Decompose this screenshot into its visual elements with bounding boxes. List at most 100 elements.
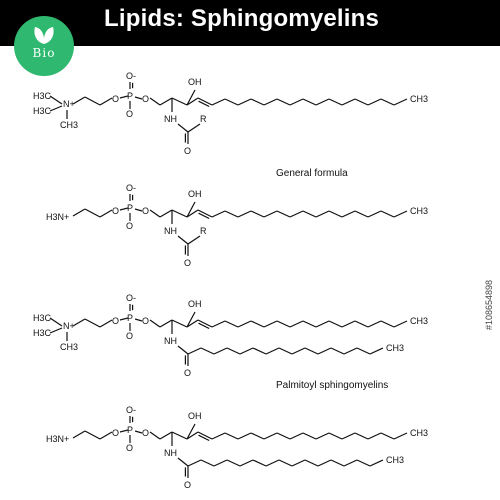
hydroxyl-label: OH <box>188 299 202 309</box>
acyl-chain-bond <box>278 347 293 355</box>
acyl-chain-bond <box>369 459 384 467</box>
oxygen-label: O <box>126 331 133 341</box>
terminal-methyl-label: CH3 <box>410 94 428 104</box>
oxygen-label: O <box>142 316 149 326</box>
terminal-methyl-label: CH3 <box>410 206 428 216</box>
chain-bond <box>237 98 252 106</box>
bond <box>99 97 113 106</box>
oxygen-label: O <box>112 94 119 104</box>
chain-bond <box>302 210 317 218</box>
chain-bond <box>250 210 265 218</box>
oxygen-label: O <box>112 428 119 438</box>
bond <box>171 209 188 218</box>
chain-bond <box>393 432 408 440</box>
chain-bond <box>315 210 330 218</box>
bond <box>134 430 143 434</box>
chain-bond <box>276 210 291 218</box>
bond <box>171 431 188 440</box>
chain-bond <box>315 432 330 440</box>
stock-id: #108654898 <box>484 279 494 330</box>
oxygen-label: O- <box>126 405 136 415</box>
trans-double-bond <box>197 431 213 440</box>
chain-bond <box>328 210 343 218</box>
acyl-chain-bond <box>330 347 345 355</box>
chain-bond <box>302 320 317 328</box>
terminal-methyl-label: CH3 <box>410 428 428 438</box>
chain-bond <box>354 320 369 328</box>
trans-double-bond <box>198 322 210 330</box>
bond <box>159 319 173 328</box>
bond <box>119 429 129 433</box>
chain-bond <box>341 210 356 218</box>
bond <box>72 208 86 217</box>
bond <box>187 123 201 133</box>
acyl-chain-bond <box>187 459 202 467</box>
bond <box>171 97 188 106</box>
chain-bond <box>276 98 291 106</box>
bond <box>99 209 113 218</box>
bond <box>84 430 101 440</box>
acyl-chain-bond <box>252 459 267 467</box>
acyl-chain-bond <box>226 347 241 355</box>
oxygen-label: O- <box>126 183 136 193</box>
bond <box>72 318 86 327</box>
amide-nh-label: NH <box>164 336 177 346</box>
trans-double-bond <box>198 100 210 108</box>
oxygen-label: O- <box>126 293 136 303</box>
bond <box>149 209 161 218</box>
bond <box>72 96 86 105</box>
chain-bond <box>289 432 304 440</box>
chain-bond <box>315 320 330 328</box>
leaf-icon <box>34 27 54 44</box>
bond <box>72 430 86 439</box>
ammonium-label: H3N+ <box>46 434 69 444</box>
bond <box>49 317 63 327</box>
acyl-chain-bond <box>239 459 254 467</box>
bond <box>186 423 196 440</box>
bond <box>149 97 161 106</box>
bond <box>149 431 161 440</box>
oxygen-label: O <box>126 221 133 231</box>
chain-bond <box>276 320 291 328</box>
amide-nh-label: NH <box>164 448 177 458</box>
acyl-chain-bond <box>200 347 215 355</box>
chain-bond <box>224 432 239 440</box>
ammonium-label: H3N+ <box>46 212 69 222</box>
chain-bond <box>302 98 317 106</box>
terminal-methyl-label: CH3 <box>410 316 428 326</box>
logo-text: Bio <box>32 46 56 60</box>
chain-bond <box>263 432 278 440</box>
chain-bond <box>211 98 226 106</box>
bond <box>84 208 101 218</box>
acyl-chain-bond <box>252 347 267 355</box>
bond <box>49 95 63 105</box>
chain-bond <box>315 98 330 106</box>
acyl-chain-bond <box>343 347 358 355</box>
bond <box>186 97 199 106</box>
bond <box>134 208 143 212</box>
acyl-chain-bond <box>265 459 280 467</box>
phosphorus-label: P <box>127 91 133 101</box>
phosphorus-label: P <box>127 425 133 435</box>
chain-bond <box>328 320 343 328</box>
carbonyl-oxygen-label: O <box>184 368 191 378</box>
bond <box>84 96 101 106</box>
bond <box>134 318 143 322</box>
chain-bond <box>224 98 239 106</box>
chain-bond <box>354 432 369 440</box>
chain-bond <box>237 432 252 440</box>
chain-bond <box>367 320 382 328</box>
chain-bond <box>289 98 304 106</box>
chain-bond <box>211 320 226 328</box>
oxygen-label: O <box>112 316 119 326</box>
bio-logo: Bio <box>14 16 74 76</box>
acyl-chain-bond <box>213 459 228 467</box>
oxygen-label: O <box>142 94 149 104</box>
bond <box>186 209 199 218</box>
chain-bond <box>211 210 226 218</box>
chain-bond <box>328 98 343 106</box>
hydroxyl-label: OH <box>188 189 202 199</box>
chain-bond <box>393 320 408 328</box>
oxygen-label: O <box>142 206 149 216</box>
